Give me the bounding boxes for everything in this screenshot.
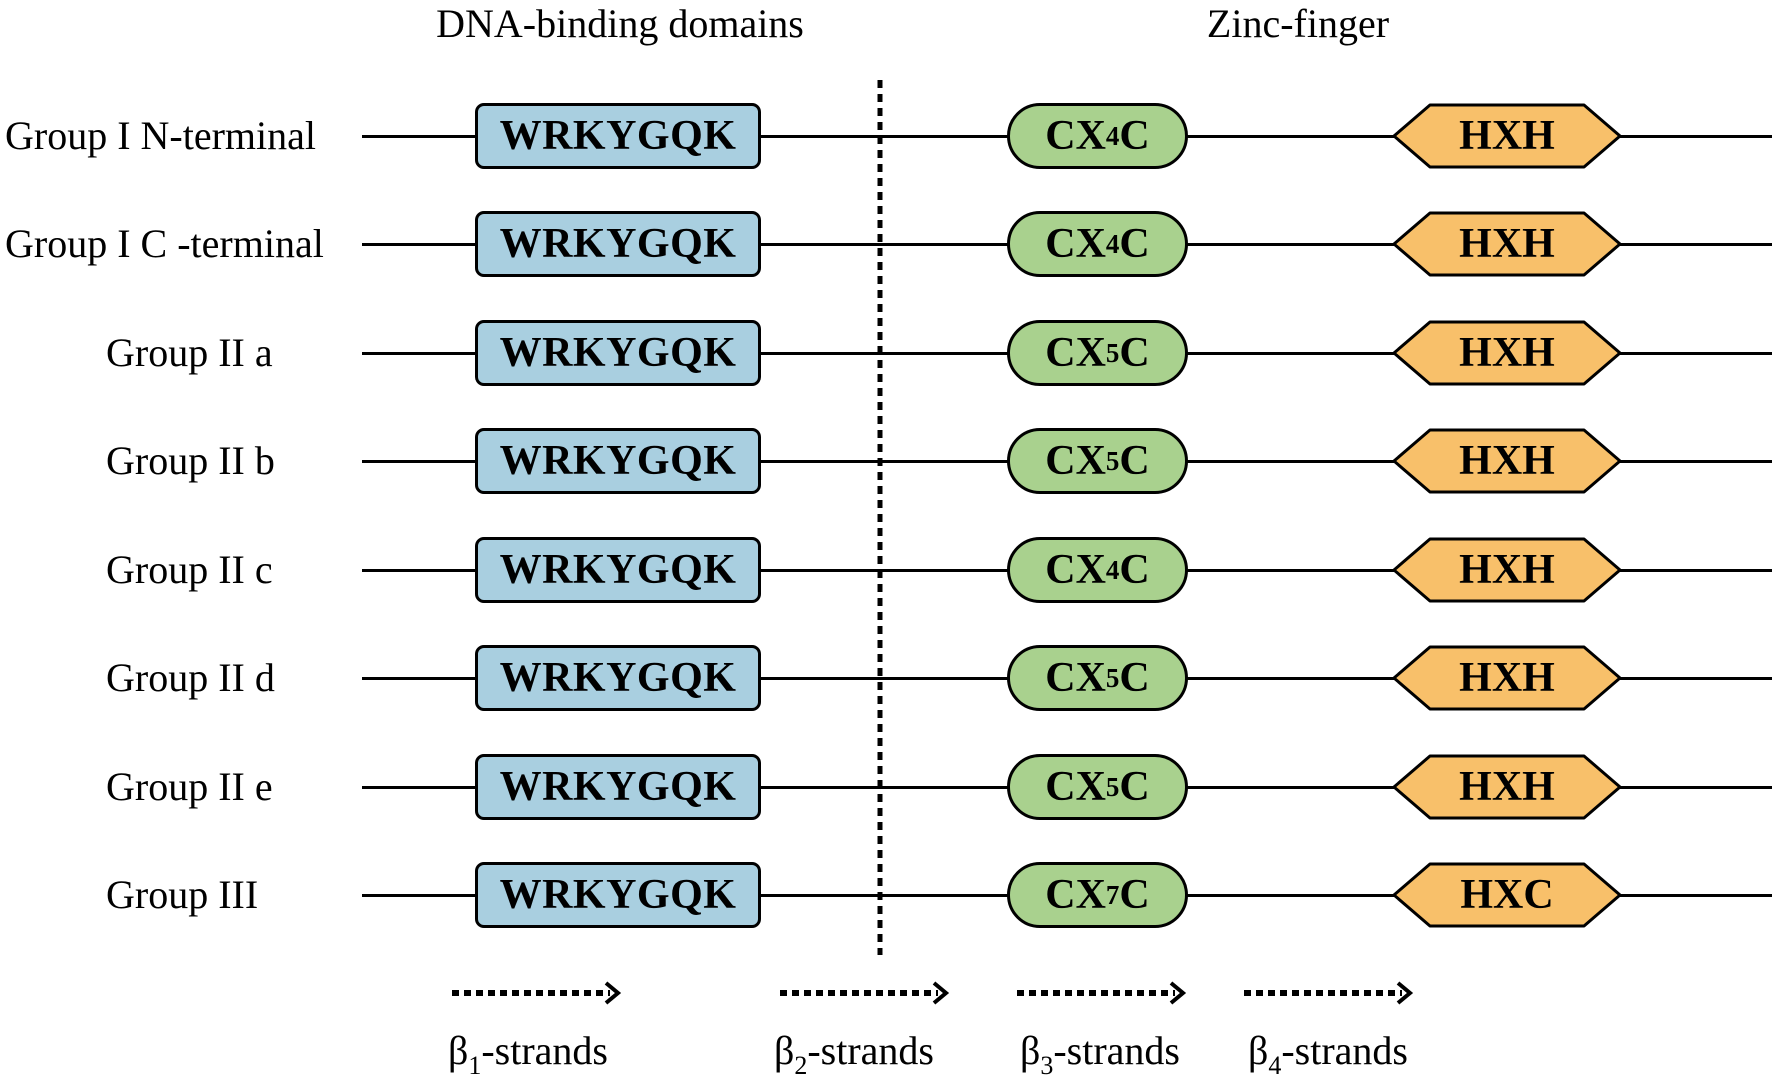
beta-symbol: β bbox=[448, 1028, 469, 1073]
cx-motif-suffix: C bbox=[1119, 655, 1150, 701]
beta-strand-label: β2-strands bbox=[774, 1027, 934, 1077]
header-dna-binding-domains: DNA-binding domains bbox=[436, 1, 804, 46]
beta-symbol: β bbox=[1248, 1028, 1269, 1073]
group-label: Group II e bbox=[106, 764, 273, 809]
hexagon-shape bbox=[1392, 537, 1622, 603]
hexagon-shape bbox=[1392, 211, 1622, 277]
group-label: Group I N-terminal bbox=[5, 113, 317, 158]
cx-motif-suffix: C bbox=[1119, 764, 1150, 810]
cx-motif-prefix: CX bbox=[1045, 872, 1106, 918]
cx-motif-suffix: C bbox=[1119, 872, 1150, 918]
group-label: Group I C -terminal bbox=[5, 221, 324, 266]
cx-motif-suffix: C bbox=[1119, 221, 1150, 267]
cx-motif-suffix: C bbox=[1119, 330, 1150, 376]
wrkygqk-motif-box: WRKYGQK bbox=[475, 103, 761, 169]
wrkygqk-motif-box: WRKYGQK bbox=[475, 211, 761, 277]
hexagon-shape bbox=[1392, 103, 1622, 169]
wrkygqk-motif-box: WRKYGQK bbox=[475, 754, 761, 820]
cx-motif-suffix: C bbox=[1119, 547, 1150, 593]
hx-motif-label: HXH bbox=[1459, 547, 1555, 593]
hx-motif-label: HXH bbox=[1459, 655, 1555, 701]
beta-strand-arrow bbox=[1244, 981, 1414, 1005]
hx-motif-label: HXH bbox=[1459, 221, 1555, 267]
cx-motif-prefix: CX bbox=[1045, 221, 1106, 267]
wrkygqk-motif-box: WRKYGQK bbox=[475, 537, 761, 603]
hexagon-shape bbox=[1392, 645, 1622, 711]
beta-strand-index: 1 bbox=[468, 1051, 482, 1077]
beta-strand-suffix: -strands bbox=[481, 1028, 608, 1073]
hx-motif-label: HXH bbox=[1459, 438, 1555, 484]
hx-motif-label: HXH bbox=[1459, 113, 1555, 159]
hexagon-shape bbox=[1392, 428, 1622, 494]
hexagon-shape bbox=[1392, 862, 1622, 928]
hx-hexagon-motif: HXH bbox=[1392, 754, 1622, 820]
hx-motif-label: HXH bbox=[1459, 764, 1555, 810]
group-label: Group II b bbox=[106, 438, 275, 483]
hx-hexagon-motif: HXH bbox=[1392, 428, 1622, 494]
domain-divider-dotted-line bbox=[877, 80, 883, 955]
hexagon-shape bbox=[1392, 754, 1622, 820]
cx-motif-prefix: CX bbox=[1045, 655, 1106, 701]
hx-hexagon-motif: HXH bbox=[1392, 645, 1622, 711]
cx-motif-prefix: CX bbox=[1045, 547, 1106, 593]
cx-motif-prefix: CX bbox=[1045, 330, 1106, 376]
beta-strand-arrow bbox=[780, 981, 950, 1005]
hx-motif-label: HXH bbox=[1459, 330, 1555, 376]
wrkygqk-motif-box: WRKYGQK bbox=[475, 428, 761, 494]
hx-motif-label: HXC bbox=[1460, 872, 1554, 918]
beta-strand-index: 3 bbox=[1040, 1051, 1054, 1077]
beta-strand-label: β4-strands bbox=[1248, 1027, 1408, 1077]
hx-hexagon-motif: HXH bbox=[1392, 537, 1622, 603]
wrkygqk-motif-box: WRKYGQK bbox=[475, 645, 761, 711]
group-label: Group II a bbox=[106, 330, 273, 375]
beta-strand-index: 2 bbox=[794, 1051, 808, 1077]
beta-strand-suffix: -strands bbox=[1053, 1028, 1180, 1073]
group-label: Group II d bbox=[106, 655, 275, 700]
wrkygqk-motif-box: WRKYGQK bbox=[475, 862, 761, 928]
beta-strand-suffix: -strands bbox=[807, 1028, 934, 1073]
header-zinc-finger: Zinc-finger bbox=[1206, 1, 1390, 46]
wrkygqk-motif-box: WRKYGQK bbox=[475, 320, 761, 386]
cx-motif-prefix: CX bbox=[1045, 764, 1106, 810]
hx-hexagon-motif: HXH bbox=[1392, 320, 1622, 386]
beta-strand-suffix: -strands bbox=[1281, 1028, 1408, 1073]
group-label: Group II c bbox=[106, 547, 273, 592]
beta-symbol: β bbox=[774, 1028, 795, 1073]
beta-strand-label: β3-strands bbox=[1020, 1027, 1180, 1077]
beta-strand-index: 4 bbox=[1268, 1051, 1282, 1077]
hx-hexagon-motif: HXC bbox=[1392, 862, 1622, 928]
beta-strand-arrow bbox=[1017, 981, 1187, 1005]
cx-motif-suffix: C bbox=[1119, 113, 1150, 159]
group-label: Group III bbox=[106, 872, 259, 917]
beta-symbol: β bbox=[1020, 1028, 1041, 1073]
cx-motif-prefix: CX bbox=[1045, 438, 1106, 484]
hx-hexagon-motif: HXH bbox=[1392, 211, 1622, 277]
cx-motif-suffix: C bbox=[1119, 438, 1150, 484]
beta-strand-arrow bbox=[452, 981, 622, 1005]
hexagon-shape bbox=[1392, 320, 1622, 386]
cx-motif-prefix: CX bbox=[1045, 113, 1106, 159]
hx-hexagon-motif: HXH bbox=[1392, 103, 1622, 169]
beta-strand-label: β1-strands bbox=[448, 1027, 608, 1077]
